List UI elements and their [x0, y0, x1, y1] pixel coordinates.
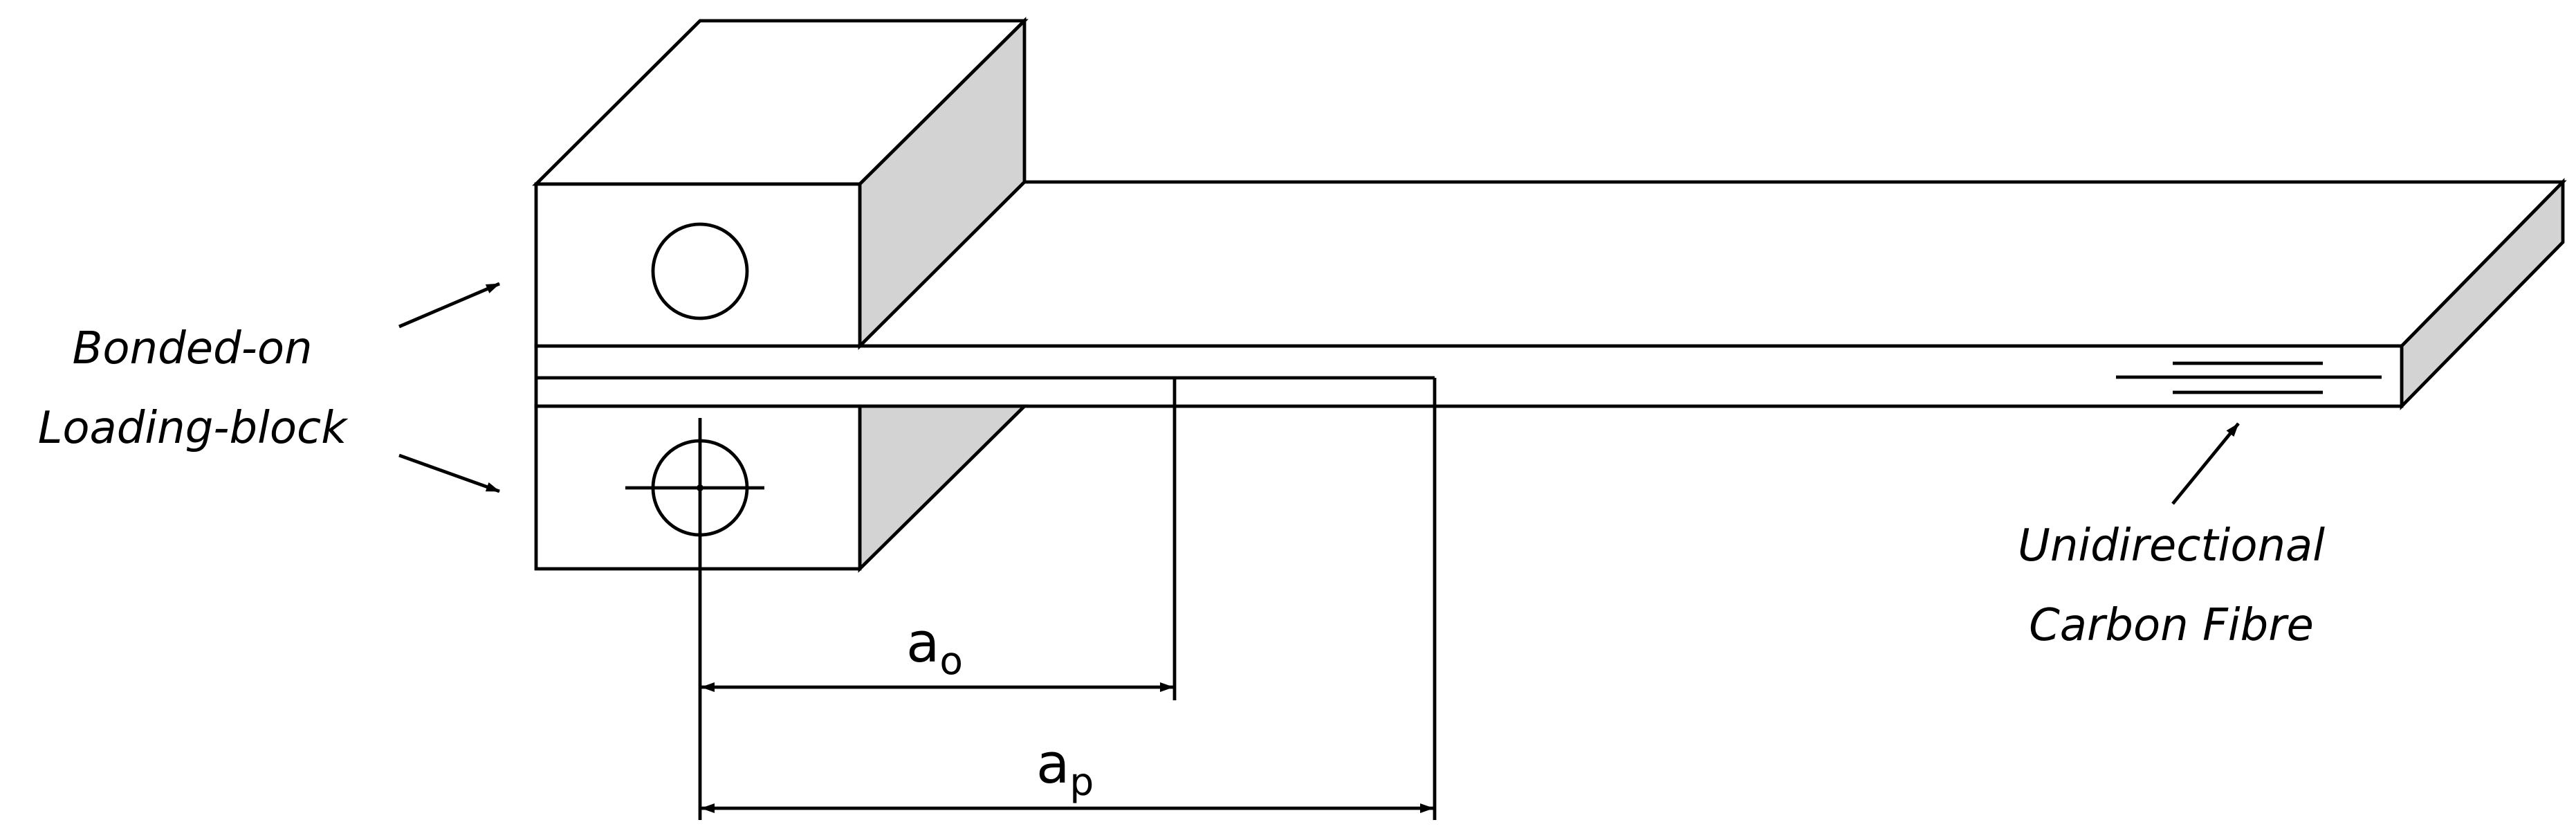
upper-block-leader-arrow — [398, 282, 500, 329]
upper-block-front-face — [534, 182, 862, 348]
fibre-direction-marks — [2116, 361, 2382, 394]
upper-loading-block — [532, 17, 1029, 350]
lower-pin-centre-dot — [697, 484, 703, 491]
a0-symbol: a — [906, 611, 939, 675]
fibre-label-line1: Unidirectional — [2018, 520, 2325, 572]
ap-dimension-label: ap — [1036, 732, 1094, 804]
leader-arrows — [398, 282, 2240, 505]
lower-loading-block — [534, 404, 1029, 573]
lower-block-leader-arrow — [398, 453, 500, 493]
a0-subscript: o — [939, 639, 963, 683]
ap-symbol: a — [1036, 732, 1069, 796]
lower-block-side-face — [858, 404, 1029, 573]
beam-top-face — [856, 180, 2567, 348]
ap-subscript: p — [1069, 760, 1094, 804]
beam-front-face — [534, 344, 2404, 408]
beam — [534, 178, 2567, 410]
loading-block-label-line2: Loading-block — [38, 403, 349, 454]
fibre-label-line2: Carbon Fibre — [2029, 600, 2314, 651]
dimension-lines — [698, 378, 1437, 820]
loading-block-label-line1: Bonded-on — [72, 323, 312, 374]
a0-dimension-label: ao — [906, 611, 963, 683]
fibre-leader-arrow — [2171, 422, 2240, 505]
upper-pin-hole — [651, 222, 749, 320]
